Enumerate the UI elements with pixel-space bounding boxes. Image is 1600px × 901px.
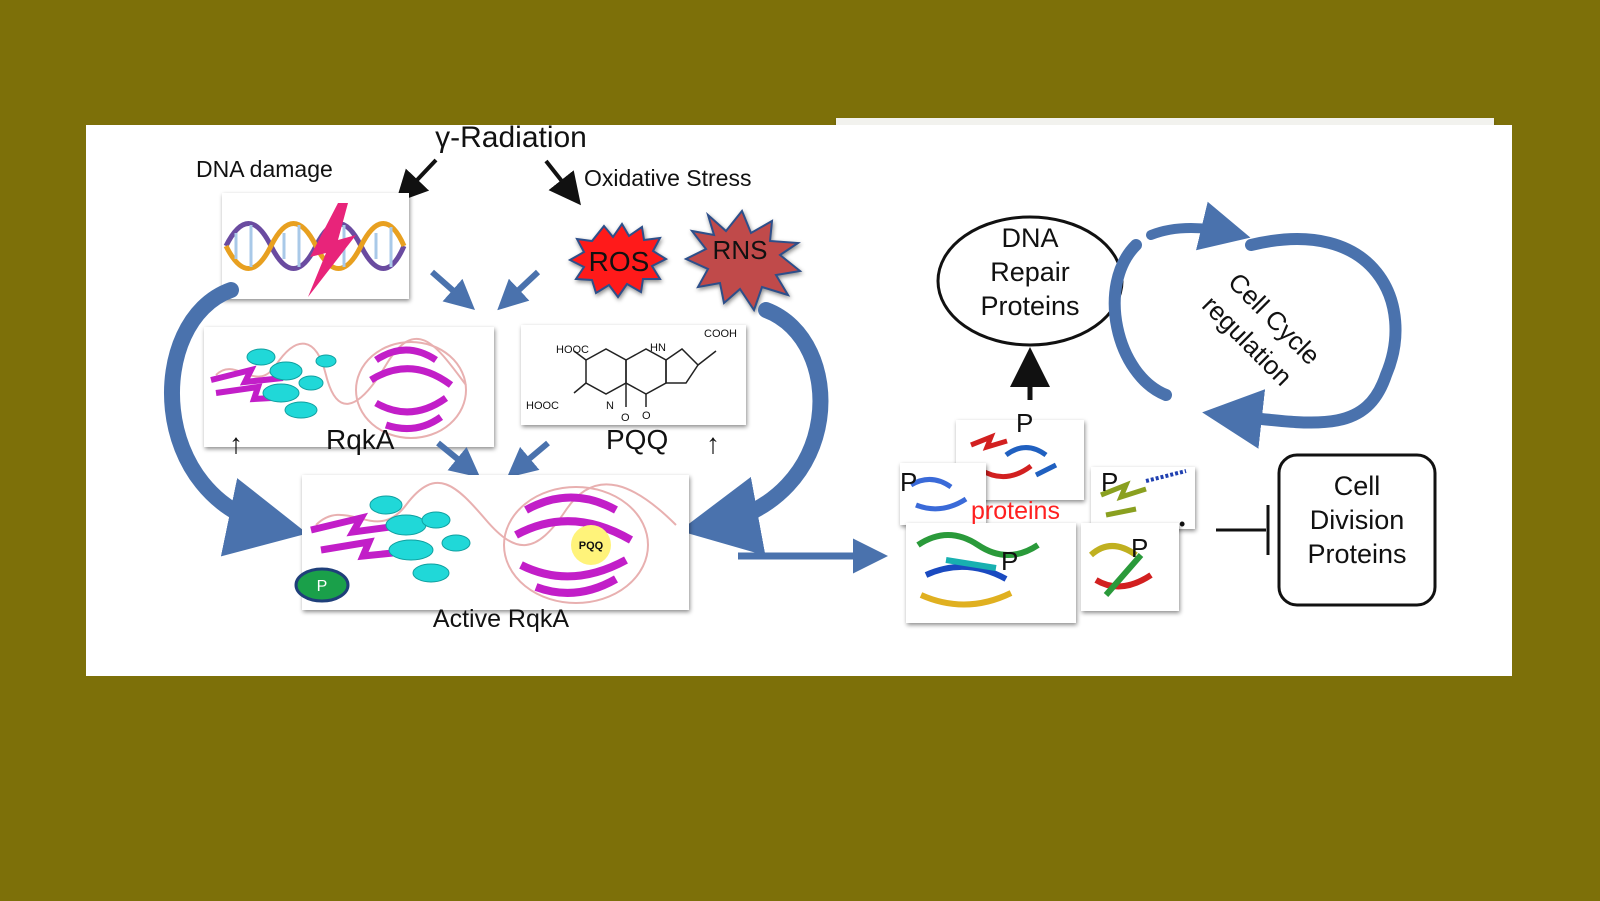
phospho-p-middle: P xyxy=(1001,546,1018,576)
dna-repair-line3: Proteins xyxy=(980,291,1079,321)
rns-label: RNS xyxy=(713,235,768,265)
dna-to-rqka-arrow xyxy=(430,269,475,310)
dna-repair-line1: DNA xyxy=(1001,223,1058,253)
active-rqka-structure-image xyxy=(294,475,689,610)
ros-to-rqka-arrow xyxy=(497,269,541,311)
left-curved-arrow xyxy=(164,282,308,557)
cell-cycle-arrow-left xyxy=(1108,239,1172,401)
pqq-o1: O xyxy=(621,412,630,424)
pqq-badge-label: PQQ xyxy=(579,540,604,552)
active-rqka-label: Active RqkA xyxy=(433,605,569,633)
pqq-up-arrow: ↑ xyxy=(706,428,720,459)
phospho-p-right: P xyxy=(1101,467,1118,497)
phospho-p-bottom-right: P xyxy=(1131,533,1148,563)
pqq-hn: HN xyxy=(650,342,666,354)
cell-cycle-arrow-top xyxy=(1146,201,1251,251)
pqq-o2: O xyxy=(642,410,651,422)
phospho-p-top: P xyxy=(1016,408,1033,438)
pqq-structure-image: HOOC COOH HN HOOC N O O xyxy=(521,325,746,425)
phospho-badge xyxy=(294,567,350,603)
figure-panel: γ-Radiation DNA damage Oxidative Stress … xyxy=(86,125,1512,676)
rqka-structure-image xyxy=(204,327,494,447)
oxidative-stress-label: Oxidative Stress xyxy=(584,165,751,191)
radiation-to-stress-arrow xyxy=(544,159,581,206)
gamma-radiation-label: γ-Radiation xyxy=(435,125,587,154)
rqka-to-active-arrow xyxy=(436,440,481,478)
signaling-diagram: γ-Radiation DNA damage Oxidative Stress … xyxy=(164,125,1437,633)
pqq-hooc-bottom: HOOC xyxy=(526,400,559,412)
dna-repair-line2: Repair xyxy=(990,257,1070,287)
proteins-label: proteins xyxy=(971,497,1060,525)
ros-star xyxy=(567,222,669,299)
ros-label: ROS xyxy=(589,246,650,277)
pqq-label: PQQ xyxy=(606,424,668,455)
cell-cycle-arrow-right xyxy=(1202,233,1402,449)
rqka-up-arrow: ↑ xyxy=(229,428,243,459)
pqq-hooc-top: HOOC xyxy=(556,344,589,356)
bullet-dot: • xyxy=(1179,514,1185,534)
cell-division-line3: Proteins xyxy=(1307,539,1406,569)
cell-division-line1: Cell xyxy=(1334,471,1381,501)
target-proteins-collage: • xyxy=(900,420,1195,623)
phospho-p-left: P xyxy=(900,467,917,497)
pqq-badge xyxy=(571,525,611,565)
dna-damage-label: DNA damage xyxy=(196,156,333,182)
rns-star xyxy=(683,209,803,313)
rqka-label: RqkA xyxy=(326,424,395,455)
damage-bolt-icon xyxy=(308,203,356,297)
phospho-badge-label: P xyxy=(317,578,328,595)
pqq-to-active-arrow xyxy=(506,440,550,478)
right-curved-arrow xyxy=(679,302,829,556)
radiation-to-dna-arrow xyxy=(395,158,438,203)
cell-division-line2: Division xyxy=(1310,505,1405,535)
pqq-n: N xyxy=(606,400,614,412)
cell-division-node xyxy=(1277,453,1437,607)
dna-helix-image xyxy=(222,193,409,299)
pqq-cooh: COOH xyxy=(704,328,737,340)
